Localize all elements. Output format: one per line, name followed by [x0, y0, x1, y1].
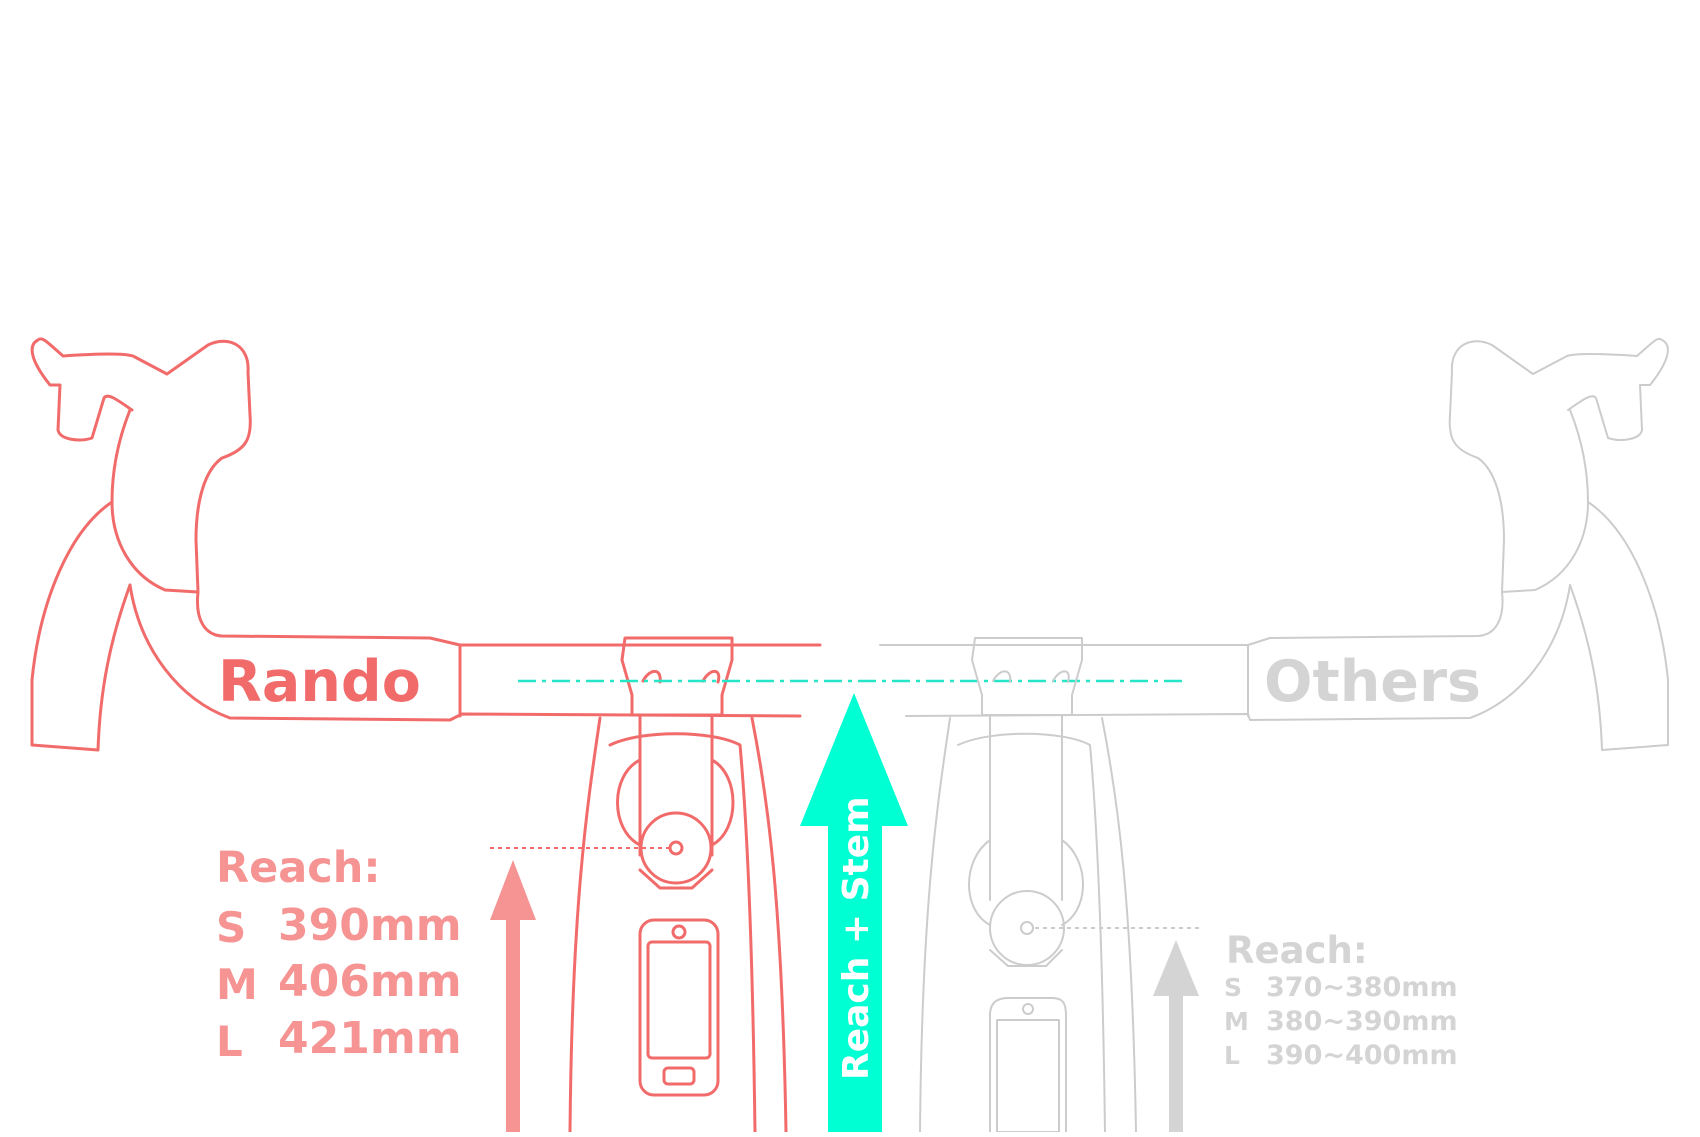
center-arrow-label: Reach + Stem	[836, 796, 877, 1080]
others-label: Others	[1264, 649, 1481, 715]
rando-size-m: M	[216, 960, 258, 1009]
rando-size-s: S	[216, 903, 246, 952]
others-reach-arrow	[1153, 940, 1199, 1132]
others-value-s: 370~380mm	[1266, 972, 1458, 1003]
others-handlebar	[879, 337, 1669, 1133]
rando-handlebar	[30, 337, 822, 1134]
rando-size-l: L	[216, 1017, 243, 1066]
rando-label: Rando	[218, 649, 421, 715]
others-value-m: 380~390mm	[1266, 1006, 1458, 1037]
rando-reach-title: Reach:	[216, 843, 381, 893]
rando-value-m: 406mm	[278, 956, 462, 1007]
others-value-l: 390~400mm	[1266, 1040, 1458, 1071]
center-reach-stem-arrow	[800, 693, 908, 1132]
others-size-s: S	[1224, 973, 1242, 1002]
rando-value-s: 390mm	[278, 900, 462, 951]
others-size-m: M	[1224, 1007, 1249, 1036]
others-reach-title: Reach:	[1226, 929, 1368, 972]
rando-reach-arrow	[490, 860, 536, 1132]
others-size-l: L	[1224, 1041, 1240, 1070]
rando-reach-legend: Reach: S 390mm M 406mm L 421mm	[216, 843, 462, 1066]
rando-value-l: 421mm	[278, 1013, 462, 1064]
others-reach-legend: Reach: S 370~380mm M 380~390mm L 390~400…	[1224, 929, 1458, 1071]
